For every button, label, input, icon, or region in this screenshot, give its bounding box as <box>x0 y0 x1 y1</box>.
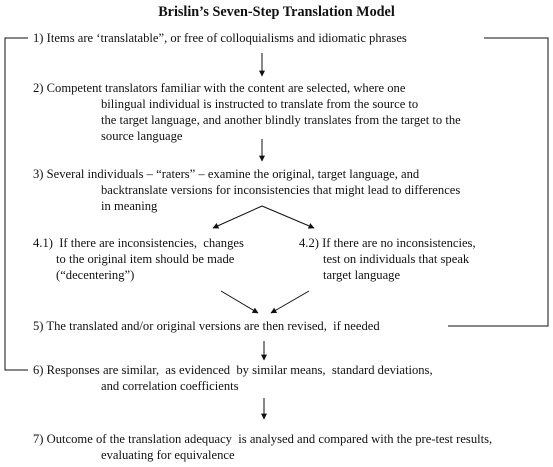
arrow-step3-to-step41 <box>212 205 263 229</box>
step41-line3: (“decentering”) <box>56 268 135 282</box>
left-feedback-bracket <box>4 37 28 371</box>
step7-line1: 7) Outcome of the translation adequacy i… <box>33 432 493 446</box>
step2-line3: the target language, and another blindly… <box>101 113 461 127</box>
step42-line1: 4.2) If there are no inconsistencies, <box>299 236 476 250</box>
arrow-step41-to-step5 <box>220 290 259 314</box>
step41-line1: 4.1) If there are inconsistencies, chang… <box>33 236 244 250</box>
step1-line1: 1) Items are ‘translatable”, or free of … <box>33 31 407 45</box>
step41-line2: to the original item should be made <box>56 252 235 266</box>
step2-line4: source language <box>101 129 183 143</box>
step3-line1: 3) Several individuals – “raters” – exam… <box>33 167 420 181</box>
step3-line3: in meaning <box>101 199 158 213</box>
step2-line2: bilingual individual is instructed to tr… <box>101 97 419 111</box>
step5-line1: 5) The translated and/or original versio… <box>33 319 380 333</box>
diagram-title: Brislin’s Seven-Step Translation Model <box>158 4 395 20</box>
step6-line1: 6) Responses are similar, as evidenced b… <box>33 363 433 377</box>
step42-line2: test on individuals that speak <box>323 252 470 266</box>
arrow-step42-to-step5 <box>270 290 310 314</box>
step3-line2: backtranslate versions for inconsistenci… <box>101 183 461 197</box>
step7-line2: evaluating for equivalence <box>101 448 235 462</box>
right-feedback-bracket <box>448 37 549 327</box>
step42-line3: target language <box>323 268 401 282</box>
step6-line2: and correlation coefficients <box>101 379 239 393</box>
step2-line1: 2) Competent translators familiar with t… <box>33 81 406 95</box>
arrow-step3-to-step42 <box>261 205 315 229</box>
